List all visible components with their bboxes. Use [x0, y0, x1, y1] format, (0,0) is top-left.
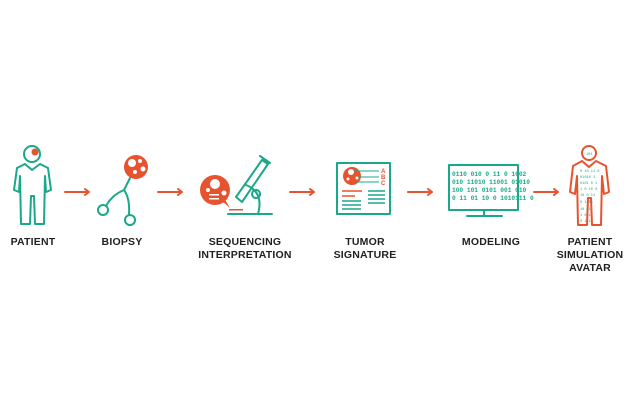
- step-label-patient: PATIENT: [10, 236, 56, 248]
- arrow-right-icon: [64, 188, 90, 196]
- label-line: AVATAR: [569, 262, 611, 274]
- marker-b: B: [381, 175, 386, 181]
- binary-line: 0 11 01 10 0 1010111 0: [452, 195, 534, 202]
- arrow-right-icon: [157, 188, 183, 196]
- avatar-binary: 10 0 11: [580, 194, 595, 198]
- avatar-binary: 101: [586, 153, 592, 157]
- monitor-icon: 0110 010 0 11 0 1002 010 11010 11001 010…: [448, 164, 534, 217]
- arrow-right-icon: [407, 188, 433, 196]
- label-line: SEQUENCING: [208, 236, 282, 248]
- binary-line: 0110 010 0 11 0 1002: [452, 171, 527, 178]
- label-line: SIGNATURE: [333, 249, 397, 261]
- arrow-right-icon: [533, 188, 559, 196]
- biopsy-icon: [97, 155, 148, 226]
- avatar-binary: 01010 1: [580, 176, 595, 180]
- avatar-icon: 101 0 10 11 0 01010 1 0101 0 1 1 0 10 0 …: [569, 145, 610, 226]
- arrow-right-icon: [289, 188, 315, 196]
- marker-a: A: [381, 169, 386, 175]
- binary-line: 100 101 0101 001 010: [452, 187, 527, 194]
- binary-line: 010 11010 11001 01010: [452, 179, 530, 186]
- tumor-signature-icon: A B C: [336, 162, 391, 215]
- avatar-binary: 1 0 10 0: [580, 188, 597, 192]
- microscope-icon: [200, 155, 273, 215]
- avatar-binary: 10 01: [580, 208, 591, 212]
- label-line: PATIENT: [567, 236, 613, 248]
- step-label-tumor-signature: TUMOR SIGNATURE: [305, 236, 425, 262]
- flow-arrows: [64, 188, 559, 196]
- patient-icon: [13, 145, 52, 225]
- label-line: SIMULATION: [556, 249, 624, 261]
- avatar-binary: 0 1 01: [580, 201, 593, 205]
- avatar-binary: 0101 0 1: [580, 182, 597, 186]
- marker-c: C: [381, 181, 386, 187]
- label-line: INTERPRETATION: [198, 249, 292, 261]
- step-label-biopsy: BIOPSY: [101, 236, 143, 248]
- step-label-avatar: PATIENT SIMULATION AVATAR: [530, 236, 640, 275]
- avatar-binary: 1 0 1: [580, 214, 591, 218]
- step-label-modeling: MODELING: [461, 236, 521, 248]
- avatar-binary: 0 10 11 0: [580, 170, 599, 174]
- label-line: TUMOR: [345, 236, 385, 248]
- step-label-sequencing: SEQUENCING INTERPRETATION: [185, 236, 305, 262]
- avatar-binary: 0 1 1: [580, 220, 591, 224]
